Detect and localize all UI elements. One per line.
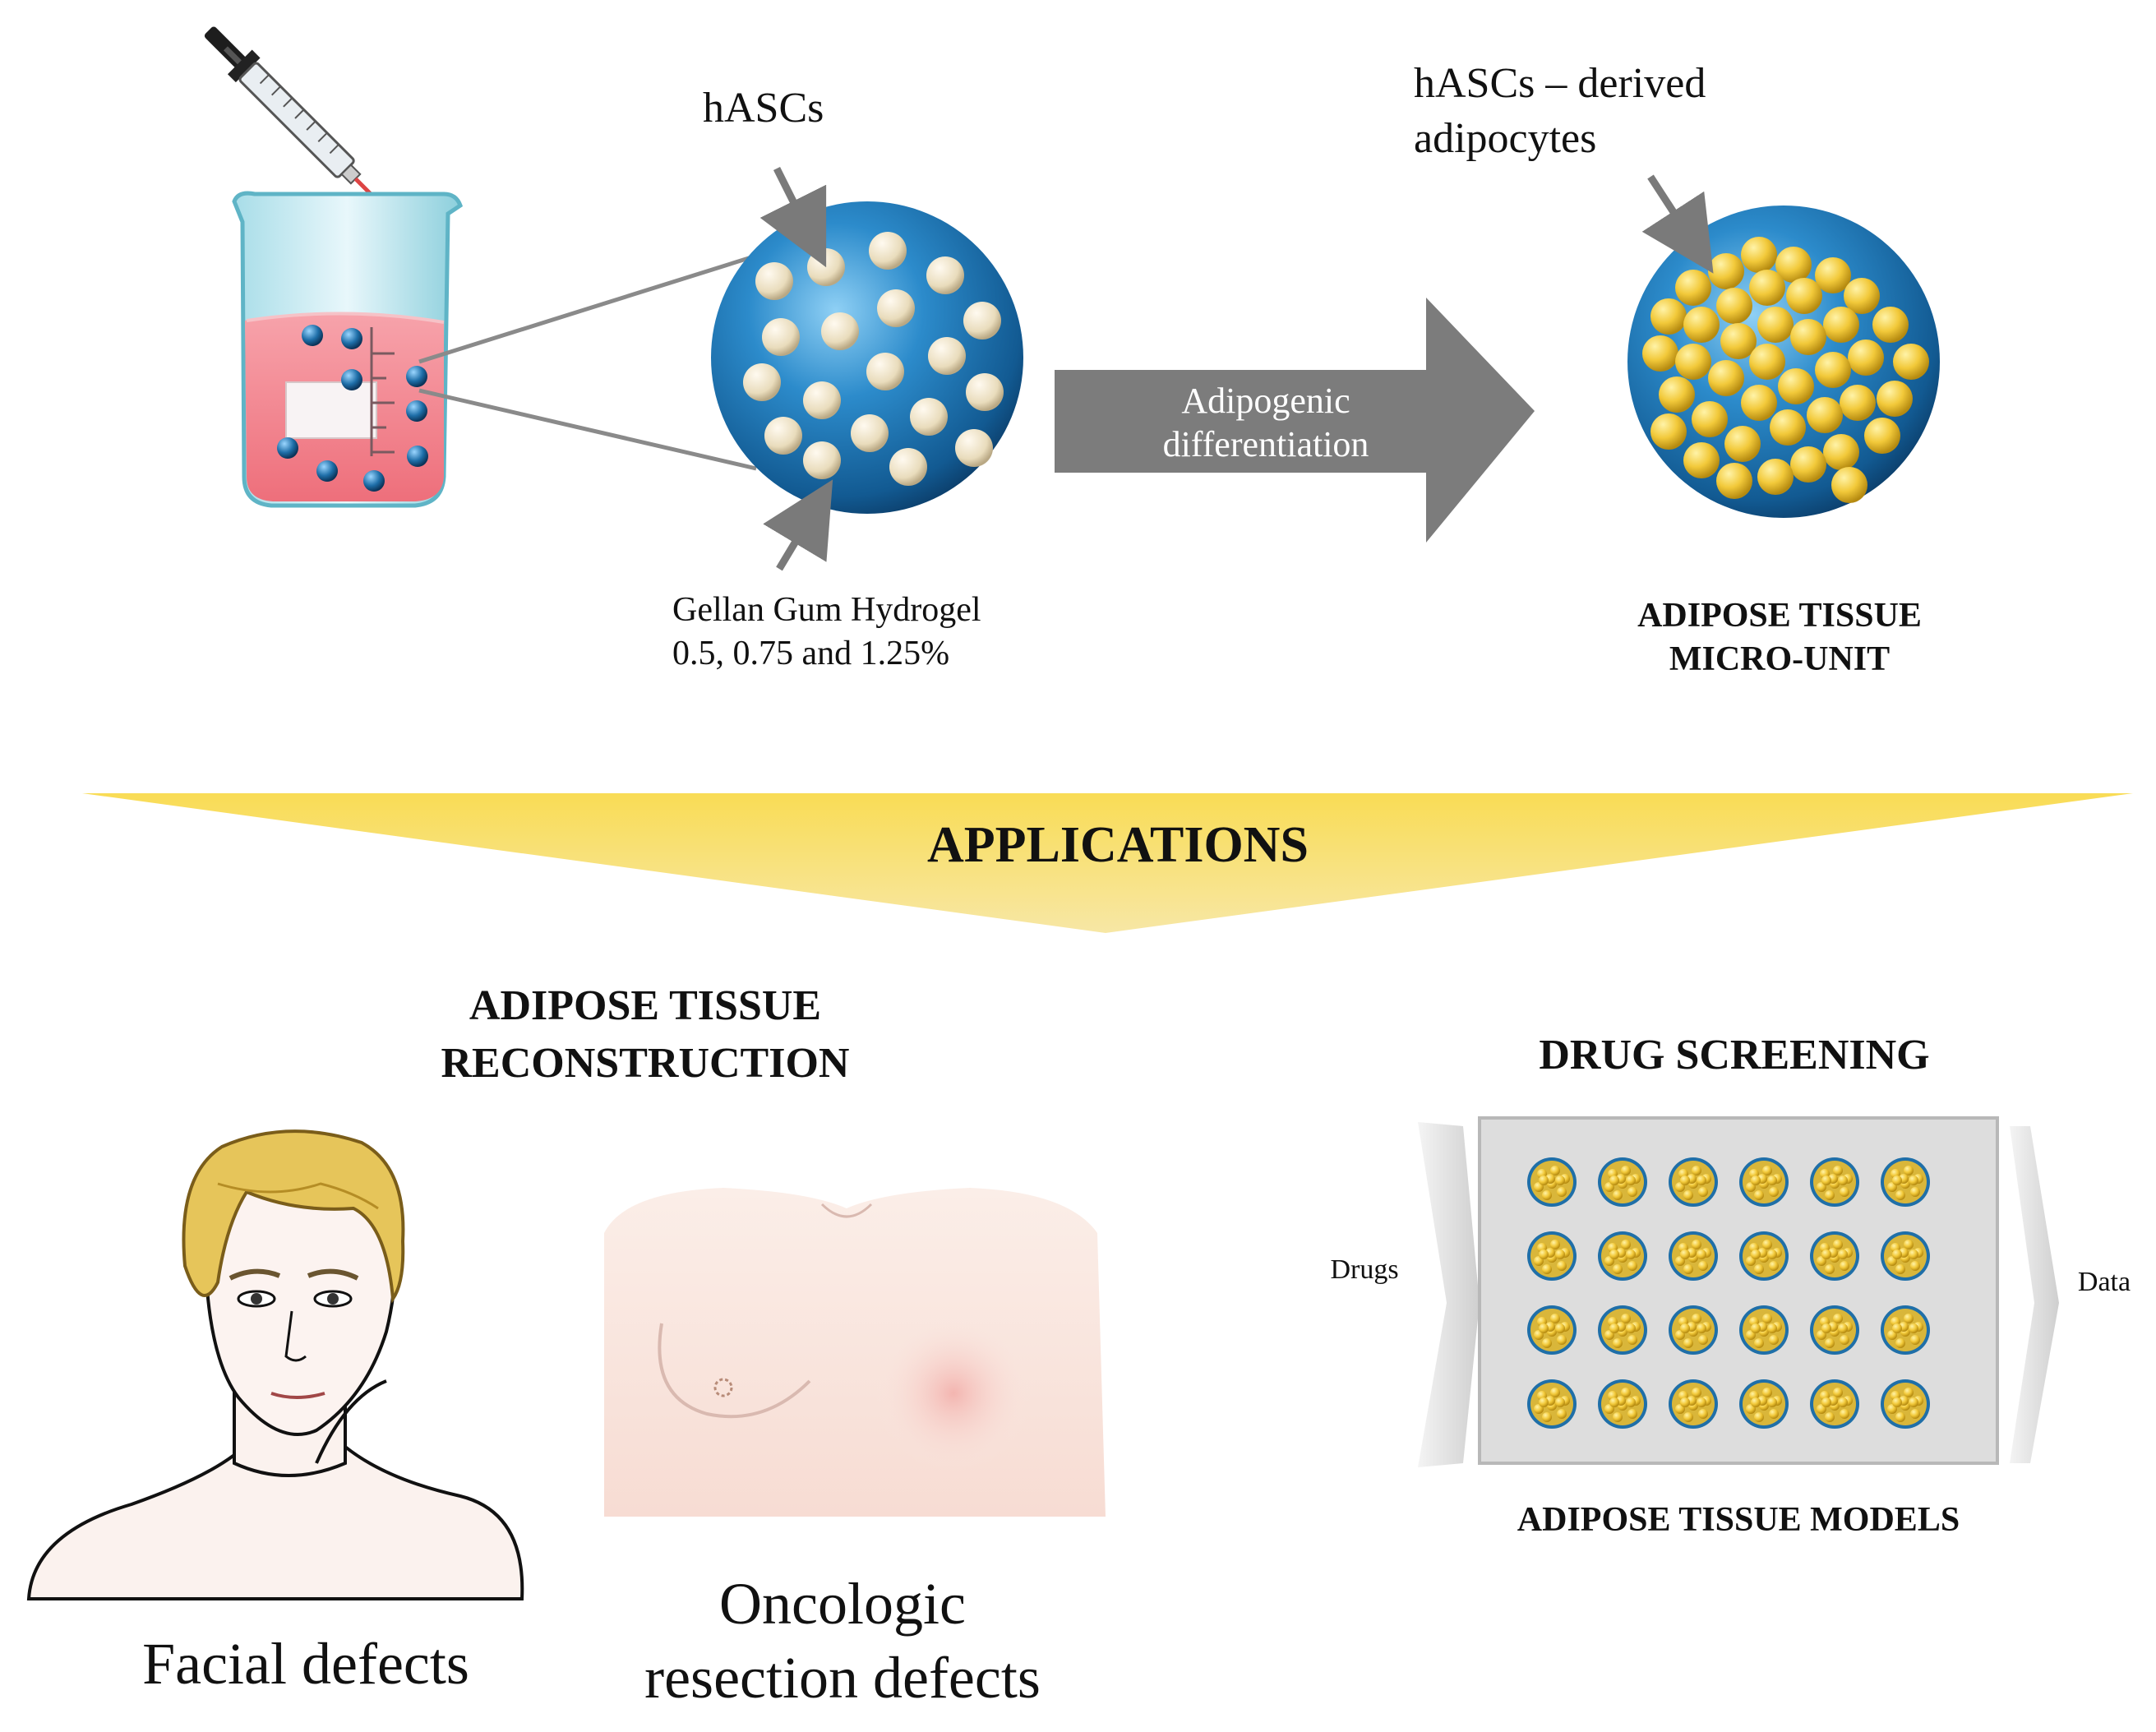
oncologic-caption-line2: resection defects [644, 1645, 1041, 1711]
beaker-icon [232, 191, 464, 508]
data-label: Data [2078, 1267, 2131, 1297]
well-grid [1527, 1157, 1930, 1429]
oncologic-caption-line1: Oncologic [719, 1571, 966, 1637]
plate-well [1810, 1305, 1859, 1355]
plate-well [1669, 1305, 1718, 1355]
plate-well [1810, 1157, 1859, 1207]
plate-well [1598, 1231, 1647, 1281]
plate-well [1881, 1157, 1930, 1207]
plate-well [1739, 1379, 1789, 1429]
derived-label-line2: adipocytes [1414, 115, 1596, 162]
plate-well [1669, 1379, 1718, 1429]
reconstruction-title-line2: RECONSTRUCTION [441, 1040, 850, 1087]
plate-well [1669, 1231, 1718, 1281]
tissue-models-caption: ADIPOSE TISSUE MODELS [1517, 1501, 1960, 1539]
gellan-pointer-arrow [763, 479, 833, 571]
drug-screening-title: DRUG SCREENING [1539, 1032, 1929, 1078]
arrow-label-line2: differentiation [1163, 424, 1369, 464]
hydrogel-bead [711, 201, 1023, 514]
hascs-pointer-arrow [759, 166, 827, 268]
plate-well [1881, 1231, 1930, 1281]
plate-well [1527, 1157, 1577, 1207]
plate-well [1810, 1379, 1859, 1429]
applications-title: APPLICATIONS [927, 817, 1309, 873]
derived-label-line1: hASCs – derived [1414, 60, 1706, 107]
gellan-label-line1: Gellan Gum Hydrogel [672, 591, 981, 629]
arrow-label-line1: Adipogenic [1181, 381, 1350, 421]
plate-well [1527, 1379, 1577, 1429]
plate-well [1598, 1379, 1647, 1429]
drugs-chevron [1418, 1122, 1480, 1467]
plate-well [1739, 1305, 1789, 1355]
zoom-lines [418, 251, 765, 471]
gellan-label-line2: 0.5, 0.75 and 1.25% [672, 635, 949, 672]
data-chevron [2010, 1126, 2059, 1463]
micro-unit-label-line1: ADIPOSE TISSUE [1637, 597, 1922, 635]
drugs-label: Drugs [1330, 1254, 1398, 1285]
syringe-icon [204, 26, 390, 213]
adipocyte-pointer-arrow [1641, 174, 1714, 274]
plate-well [1527, 1305, 1577, 1355]
plate-well [1739, 1157, 1789, 1207]
hascs-label: hASCs [703, 85, 824, 132]
plate-well [1598, 1305, 1647, 1355]
applications-banner [82, 793, 2133, 933]
plate-well [1881, 1305, 1930, 1355]
facial-defects-caption: Facial defects [142, 1631, 469, 1697]
plate-well [1810, 1231, 1859, 1281]
face-illustration [26, 1129, 524, 1600]
plate-well [1739, 1231, 1789, 1281]
plate-well [1669, 1157, 1718, 1207]
reconstruction-title-line1: ADIPOSE TISSUE [469, 982, 821, 1029]
plate-well [1598, 1157, 1647, 1207]
chest-illustration [604, 1188, 1106, 1517]
plate-well [1881, 1379, 1930, 1429]
adipocyte-cells [1642, 237, 1929, 503]
adipose-micro-unit [1627, 206, 1940, 518]
micro-unit-label-line2: MICRO-UNIT [1669, 640, 1890, 678]
plate-well [1527, 1231, 1577, 1281]
differentiation-arrow [1055, 298, 1535, 543]
